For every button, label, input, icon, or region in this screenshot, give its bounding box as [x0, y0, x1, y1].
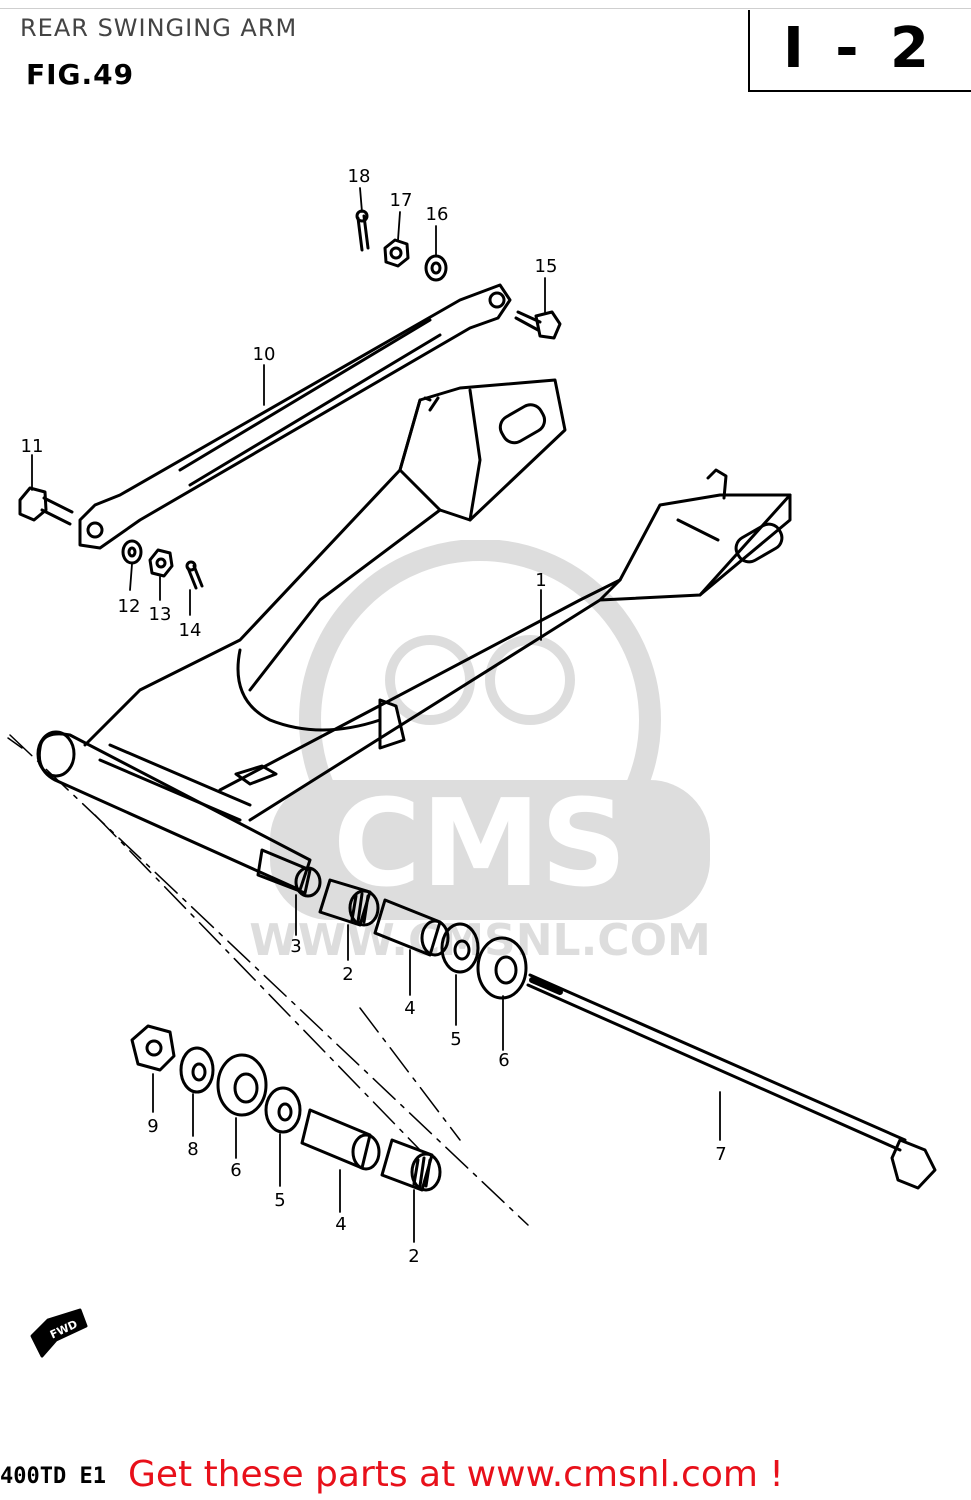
callout-4-upper: 4 — [404, 998, 415, 1019]
callout-5-upper: 5 — [450, 1029, 461, 1050]
cms-watermark: CMS WWW.CMSNL.COM — [250, 540, 711, 966]
needle-bearing-2-lower — [380, 1138, 442, 1192]
washer-12 — [121, 539, 143, 565]
cotter-pin-18 — [355, 209, 370, 252]
callout-15: 15 — [535, 256, 558, 277]
watermark-ring — [299, 540, 661, 901]
callout-10: 10 — [253, 344, 276, 365]
dust-seal-6-upper — [476, 936, 528, 1000]
cotter-pin-14 — [185, 560, 204, 590]
watermark-eye-right — [485, 635, 575, 725]
needle-bearing-2-upper — [318, 878, 380, 927]
callout-1: 1 — [535, 570, 546, 591]
callout-2-lower: 2 — [408, 1246, 419, 1267]
torque-link-10 — [78, 283, 512, 550]
spacer-4-upper — [373, 898, 450, 957]
nut-13 — [148, 548, 174, 578]
callout-13: 13 — [149, 604, 172, 625]
spacer-4-lower — [300, 1108, 381, 1171]
figure-number: FIG.49 — [26, 58, 135, 91]
callout-9: 9 — [147, 1116, 158, 1137]
callout-16: 16 — [426, 204, 449, 225]
callout-17: 17 — [390, 190, 413, 211]
callout-5-lower: 5 — [274, 1190, 285, 1211]
callout-6-lower: 6 — [230, 1160, 241, 1181]
watermark-band — [270, 780, 710, 920]
nut-17 — [383, 238, 410, 268]
dust-seal-6-lower — [216, 1053, 268, 1117]
callout-11: 11 — [21, 436, 44, 457]
washer-16 — [424, 254, 448, 282]
page-title: REAR SWINGING ARM — [20, 14, 298, 42]
bushing-3 — [256, 848, 322, 898]
nut-9 — [130, 1024, 176, 1072]
callout-numbers: 18 17 16 15 10 11 12 13 14 1 3 2 4 5 6 7… — [21, 166, 727, 1267]
callout-14: 14 — [179, 620, 202, 641]
sheet-code-box: I - 2 — [748, 10, 971, 92]
model-code: 400TD E1 — [0, 1464, 106, 1489]
callout-12: 12 — [118, 596, 141, 617]
callout-7: 7 — [715, 1144, 726, 1165]
bolt-15 — [514, 310, 562, 340]
top-divider — [0, 8, 971, 9]
callout-4-lower: 4 — [335, 1214, 346, 1235]
assembly-lines — [7, 734, 529, 1226]
bolt-11 — [18, 486, 74, 526]
callout-18: 18 — [348, 166, 371, 187]
callout-2-upper: 2 — [342, 964, 353, 985]
washer-5-lower — [264, 1086, 302, 1134]
forward-direction-marker: FWD — [30, 1308, 88, 1358]
leader-lines — [31, 187, 721, 1243]
callout-6-upper: 6 — [498, 1050, 509, 1071]
cmsnl-banner-link[interactable]: Get these parts at www.cmsnl.com ! — [128, 1454, 784, 1495]
swing-arm-1 — [36, 378, 792, 892]
sheet-code: I - 2 — [782, 16, 936, 81]
watermark-brand: CMS — [333, 775, 627, 914]
washer-5-upper — [440, 922, 480, 974]
washer-8 — [179, 1046, 215, 1094]
callout-8: 8 — [187, 1139, 198, 1160]
pivot-shaft-7 — [526, 973, 937, 1190]
callout-3: 3 — [290, 936, 301, 957]
